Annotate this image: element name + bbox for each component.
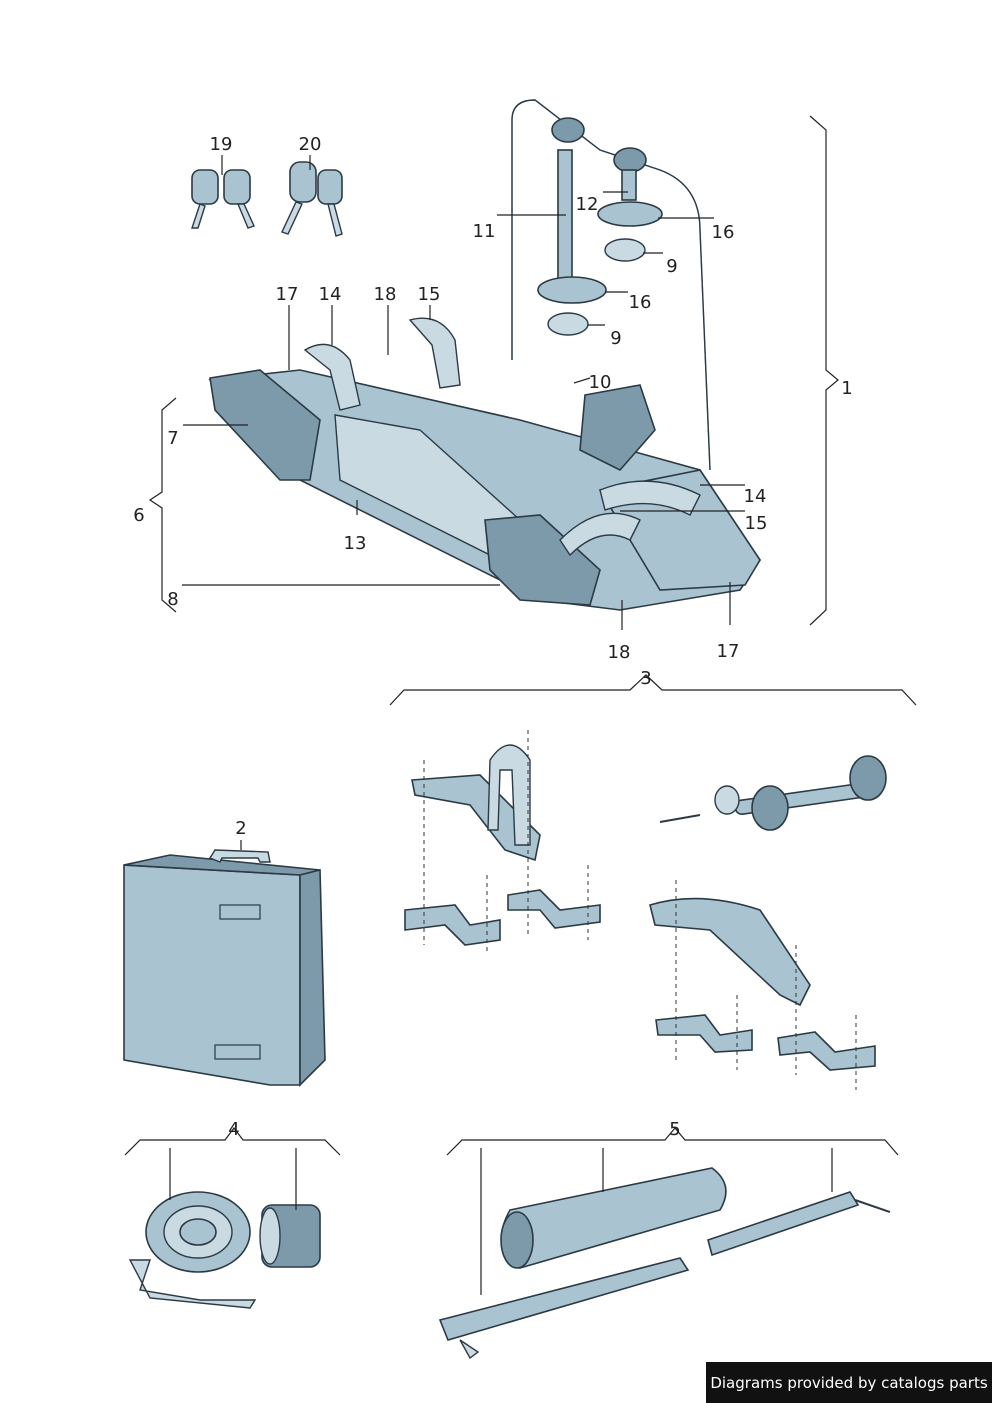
callout-1: 1 xyxy=(841,378,853,399)
callout-17-bottom: 17 xyxy=(716,641,740,662)
callout-5: 5 xyxy=(669,1119,681,1140)
callout-16-upper: 16 xyxy=(711,222,735,243)
callout-6: 6 xyxy=(133,505,145,526)
callout-7: 7 xyxy=(167,428,179,449)
callout-8: 8 xyxy=(167,589,179,610)
callout-11: 11 xyxy=(472,221,496,242)
callout-14-top: 14 xyxy=(318,284,342,305)
callout-12: 12 xyxy=(575,194,599,215)
callout-14-right: 14 xyxy=(743,486,767,507)
callout-9-upper: 9 xyxy=(666,256,678,277)
callout-9-lower: 9 xyxy=(610,328,622,349)
callout-4: 4 xyxy=(228,1119,240,1140)
callout-16-lower: 16 xyxy=(628,292,652,313)
callout-3: 3 xyxy=(640,668,652,689)
callout-2: 2 xyxy=(235,818,247,839)
callout-18-bottom: 18 xyxy=(607,642,631,663)
callout-20: 20 xyxy=(298,134,322,155)
callout-17-top: 17 xyxy=(275,284,299,305)
callout-19: 19 xyxy=(209,134,233,155)
leader-lines xyxy=(124,115,917,1295)
strap-illustration xyxy=(128,1191,321,1309)
callout-10: 10 xyxy=(588,372,612,393)
key-20-illustration xyxy=(281,161,343,237)
credit-banner: Diagrams provided by catalogs parts xyxy=(706,1362,992,1403)
key-19-illustration xyxy=(191,169,255,229)
callout-15-right: 15 xyxy=(744,513,768,534)
rails-illustration xyxy=(438,1167,891,1360)
callout-15-top: 15 xyxy=(417,284,441,305)
bike-carrier-assembly xyxy=(208,99,761,611)
callout-13: 13 xyxy=(343,533,367,554)
bag-illustration xyxy=(123,849,326,1087)
mounting-kit-illustration xyxy=(404,730,887,1090)
callout-18-top: 18 xyxy=(373,284,397,305)
